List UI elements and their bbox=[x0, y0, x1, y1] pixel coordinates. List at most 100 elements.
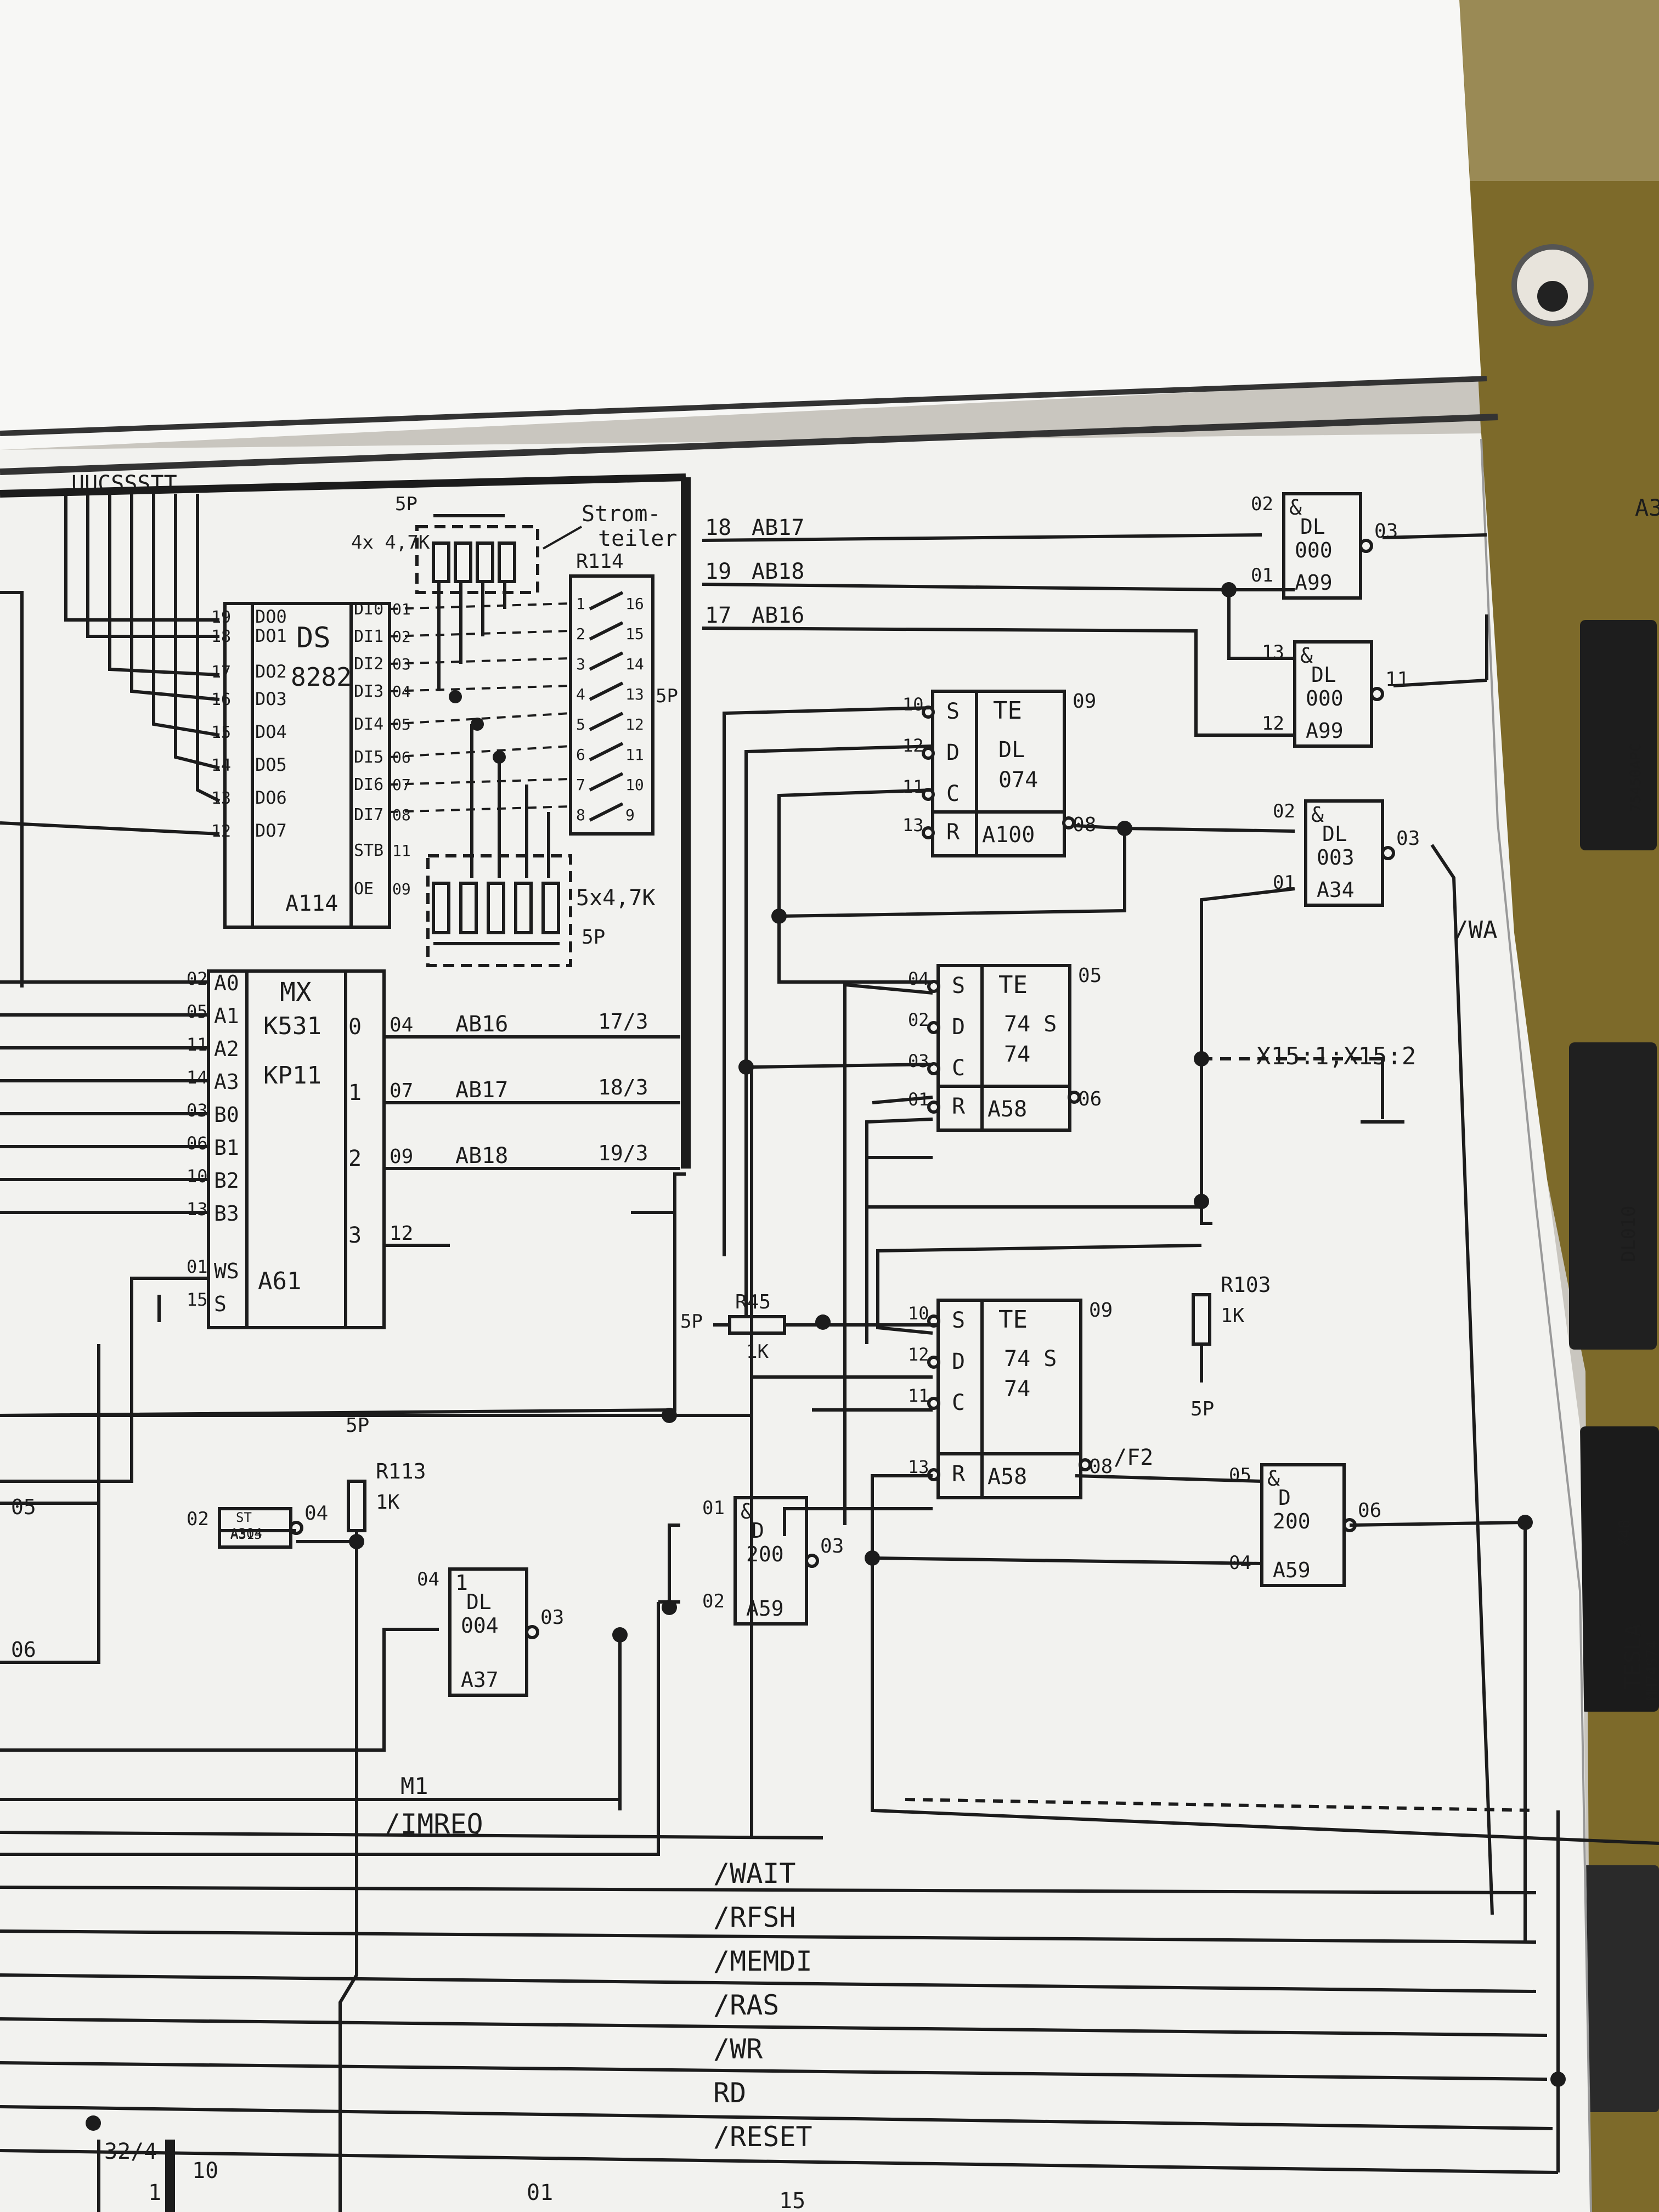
divider-pin-right: 12 bbox=[625, 715, 644, 733]
resistor-ref: R113 bbox=[376, 1459, 426, 1483]
mux-input-num: 11 bbox=[187, 1034, 208, 1055]
divider-pin-left: 7 bbox=[576, 776, 585, 794]
ds8282-output-name: DI0 bbox=[354, 600, 383, 619]
bus-lines bbox=[702, 533, 1488, 737]
resistor-supply: 5P bbox=[680, 1311, 703, 1333]
divider-pin-right: 10 bbox=[625, 776, 644, 794]
mux-input-name: S bbox=[214, 1292, 227, 1316]
divider-pin-left: 6 bbox=[576, 746, 585, 764]
flipflop-pin-s: S bbox=[946, 699, 960, 724]
flipflop-line2: 74 S bbox=[1004, 1346, 1057, 1372]
flipflop-pin-d: D bbox=[952, 1349, 965, 1374]
flipflop-pin-c: C bbox=[946, 781, 960, 806]
control-signal-label: RD bbox=[713, 2077, 746, 2109]
gate-input1: 02 bbox=[187, 1508, 209, 1530]
ds8282-output-num: 08 bbox=[392, 806, 411, 824]
pcb-board: A3 75450APC DL010 TESLA MH74S74 X48 X1 bbox=[1459, 0, 1659, 2212]
flipflop-pin-num-r: 13 bbox=[908, 1457, 929, 1477]
control-signal-label: /RFSH bbox=[713, 1901, 796, 1933]
flipflop-qn: 06 bbox=[1078, 1088, 1102, 1110]
flipflop-ref: A58 bbox=[988, 1464, 1027, 1489]
flipflop-pin-num-c: 11 bbox=[902, 776, 924, 797]
mux-input-num: 02 bbox=[187, 968, 208, 989]
mux-output-ref: 17/3 bbox=[598, 1009, 648, 1034]
connector-header: UUCSSSTT bbox=[71, 471, 177, 496]
flipflop-pin-s: S bbox=[952, 1308, 965, 1333]
gate-output: 04 bbox=[304, 1502, 328, 1525]
label-sheet-ref: 32/4 bbox=[104, 2139, 157, 2164]
divider-pin-left: 4 bbox=[576, 685, 585, 703]
flipflop-qn: 08 bbox=[1089, 1455, 1113, 1478]
bus-label-name: AB17 bbox=[752, 515, 804, 540]
ds8282-input-num: 12 bbox=[211, 822, 231, 841]
gate-code: 000 bbox=[1306, 686, 1344, 710]
mux-output-num: 04 bbox=[390, 1014, 413, 1036]
mux-output-ref: 18/3 bbox=[598, 1075, 648, 1099]
label-m1: M1 bbox=[400, 1773, 428, 1799]
label-bottom-15: 15 bbox=[779, 2188, 805, 2212]
gate-symbol: 1 bbox=[455, 1571, 468, 1595]
ds8282-output-name: STB bbox=[354, 841, 383, 860]
ds8282-output-name: DI1 bbox=[354, 627, 383, 646]
divider-switch bbox=[589, 681, 624, 701]
gate-output: 03 bbox=[820, 1535, 844, 1558]
ds8282-input-num: 14 bbox=[211, 756, 231, 775]
ds8282-type: DS bbox=[296, 622, 331, 654]
chip-tesla bbox=[1580, 1426, 1659, 1712]
control-signal-label: /MEMDI bbox=[713, 1945, 812, 1977]
ds8282-output-name: DI6 bbox=[354, 775, 383, 794]
label-bottom-01: 01 bbox=[527, 2180, 553, 2205]
divider-pin-right: 14 bbox=[625, 655, 644, 673]
bus-label-num: 18 bbox=[705, 515, 731, 540]
flipflops: S10D12C11R13TEDL074A1000908S04D02C03R01T… bbox=[902, 690, 1113, 1499]
divider-switch bbox=[589, 772, 624, 792]
bus-label-num: 17 bbox=[705, 603, 731, 628]
flipflop-q: 09 bbox=[1089, 1299, 1113, 1322]
flipflop-pin-c: C bbox=[952, 1056, 965, 1081]
gate-code: 003 bbox=[1317, 845, 1355, 870]
current-divider: Strom- teiler R114 5P bbox=[543, 501, 678, 836]
flipflop-pin-num-d: 12 bbox=[908, 1344, 929, 1365]
resistor-value: 1K bbox=[746, 1341, 769, 1363]
flipflop-pin-d: D bbox=[946, 740, 960, 765]
gate-type: DL bbox=[466, 1590, 492, 1614]
flipflop-pin-num-r: 13 bbox=[902, 815, 924, 836]
label-left-06: 06 bbox=[11, 1638, 36, 1662]
chip-bottom bbox=[1580, 1865, 1659, 2112]
ds8282-output-name: DI3 bbox=[354, 682, 383, 701]
gate-input1: 05 bbox=[1229, 1464, 1251, 1486]
mux-input-name: A2 bbox=[214, 1037, 239, 1061]
divider-switch bbox=[589, 742, 624, 761]
ds8282-input-num: 17 bbox=[211, 663, 231, 682]
r-array-bottom-supply: 5P bbox=[582, 926, 605, 949]
control-signal-label: /RAS bbox=[713, 1989, 779, 2021]
ds8282-input-name: DO2 bbox=[255, 661, 287, 682]
gate-output: 11 bbox=[1385, 668, 1409, 691]
flipflop-pin-num-s: 04 bbox=[908, 968, 929, 989]
mux-output-signal: AB16 bbox=[455, 1012, 508, 1037]
label-bottom-1: 1 bbox=[148, 2180, 161, 2205]
gate-type: D bbox=[752, 1519, 764, 1543]
r-array-bottom-label: 5x4,7K bbox=[576, 885, 656, 911]
mux-type: MX bbox=[280, 977, 312, 1008]
mux-chip: MX K531 KP11 A61 bbox=[207, 969, 386, 1329]
gate-type: ST bbox=[236, 1510, 252, 1525]
gate-output: 06 bbox=[1358, 1499, 1381, 1522]
mux-input-num: 05 bbox=[187, 1001, 208, 1022]
gate-symbol: & bbox=[1311, 803, 1324, 827]
ds8282-input-name: DO5 bbox=[255, 754, 287, 775]
divider-pin-left: 8 bbox=[576, 806, 585, 824]
mux-output-index: 1 bbox=[348, 1080, 362, 1105]
mux-output-index: 2 bbox=[348, 1146, 362, 1171]
